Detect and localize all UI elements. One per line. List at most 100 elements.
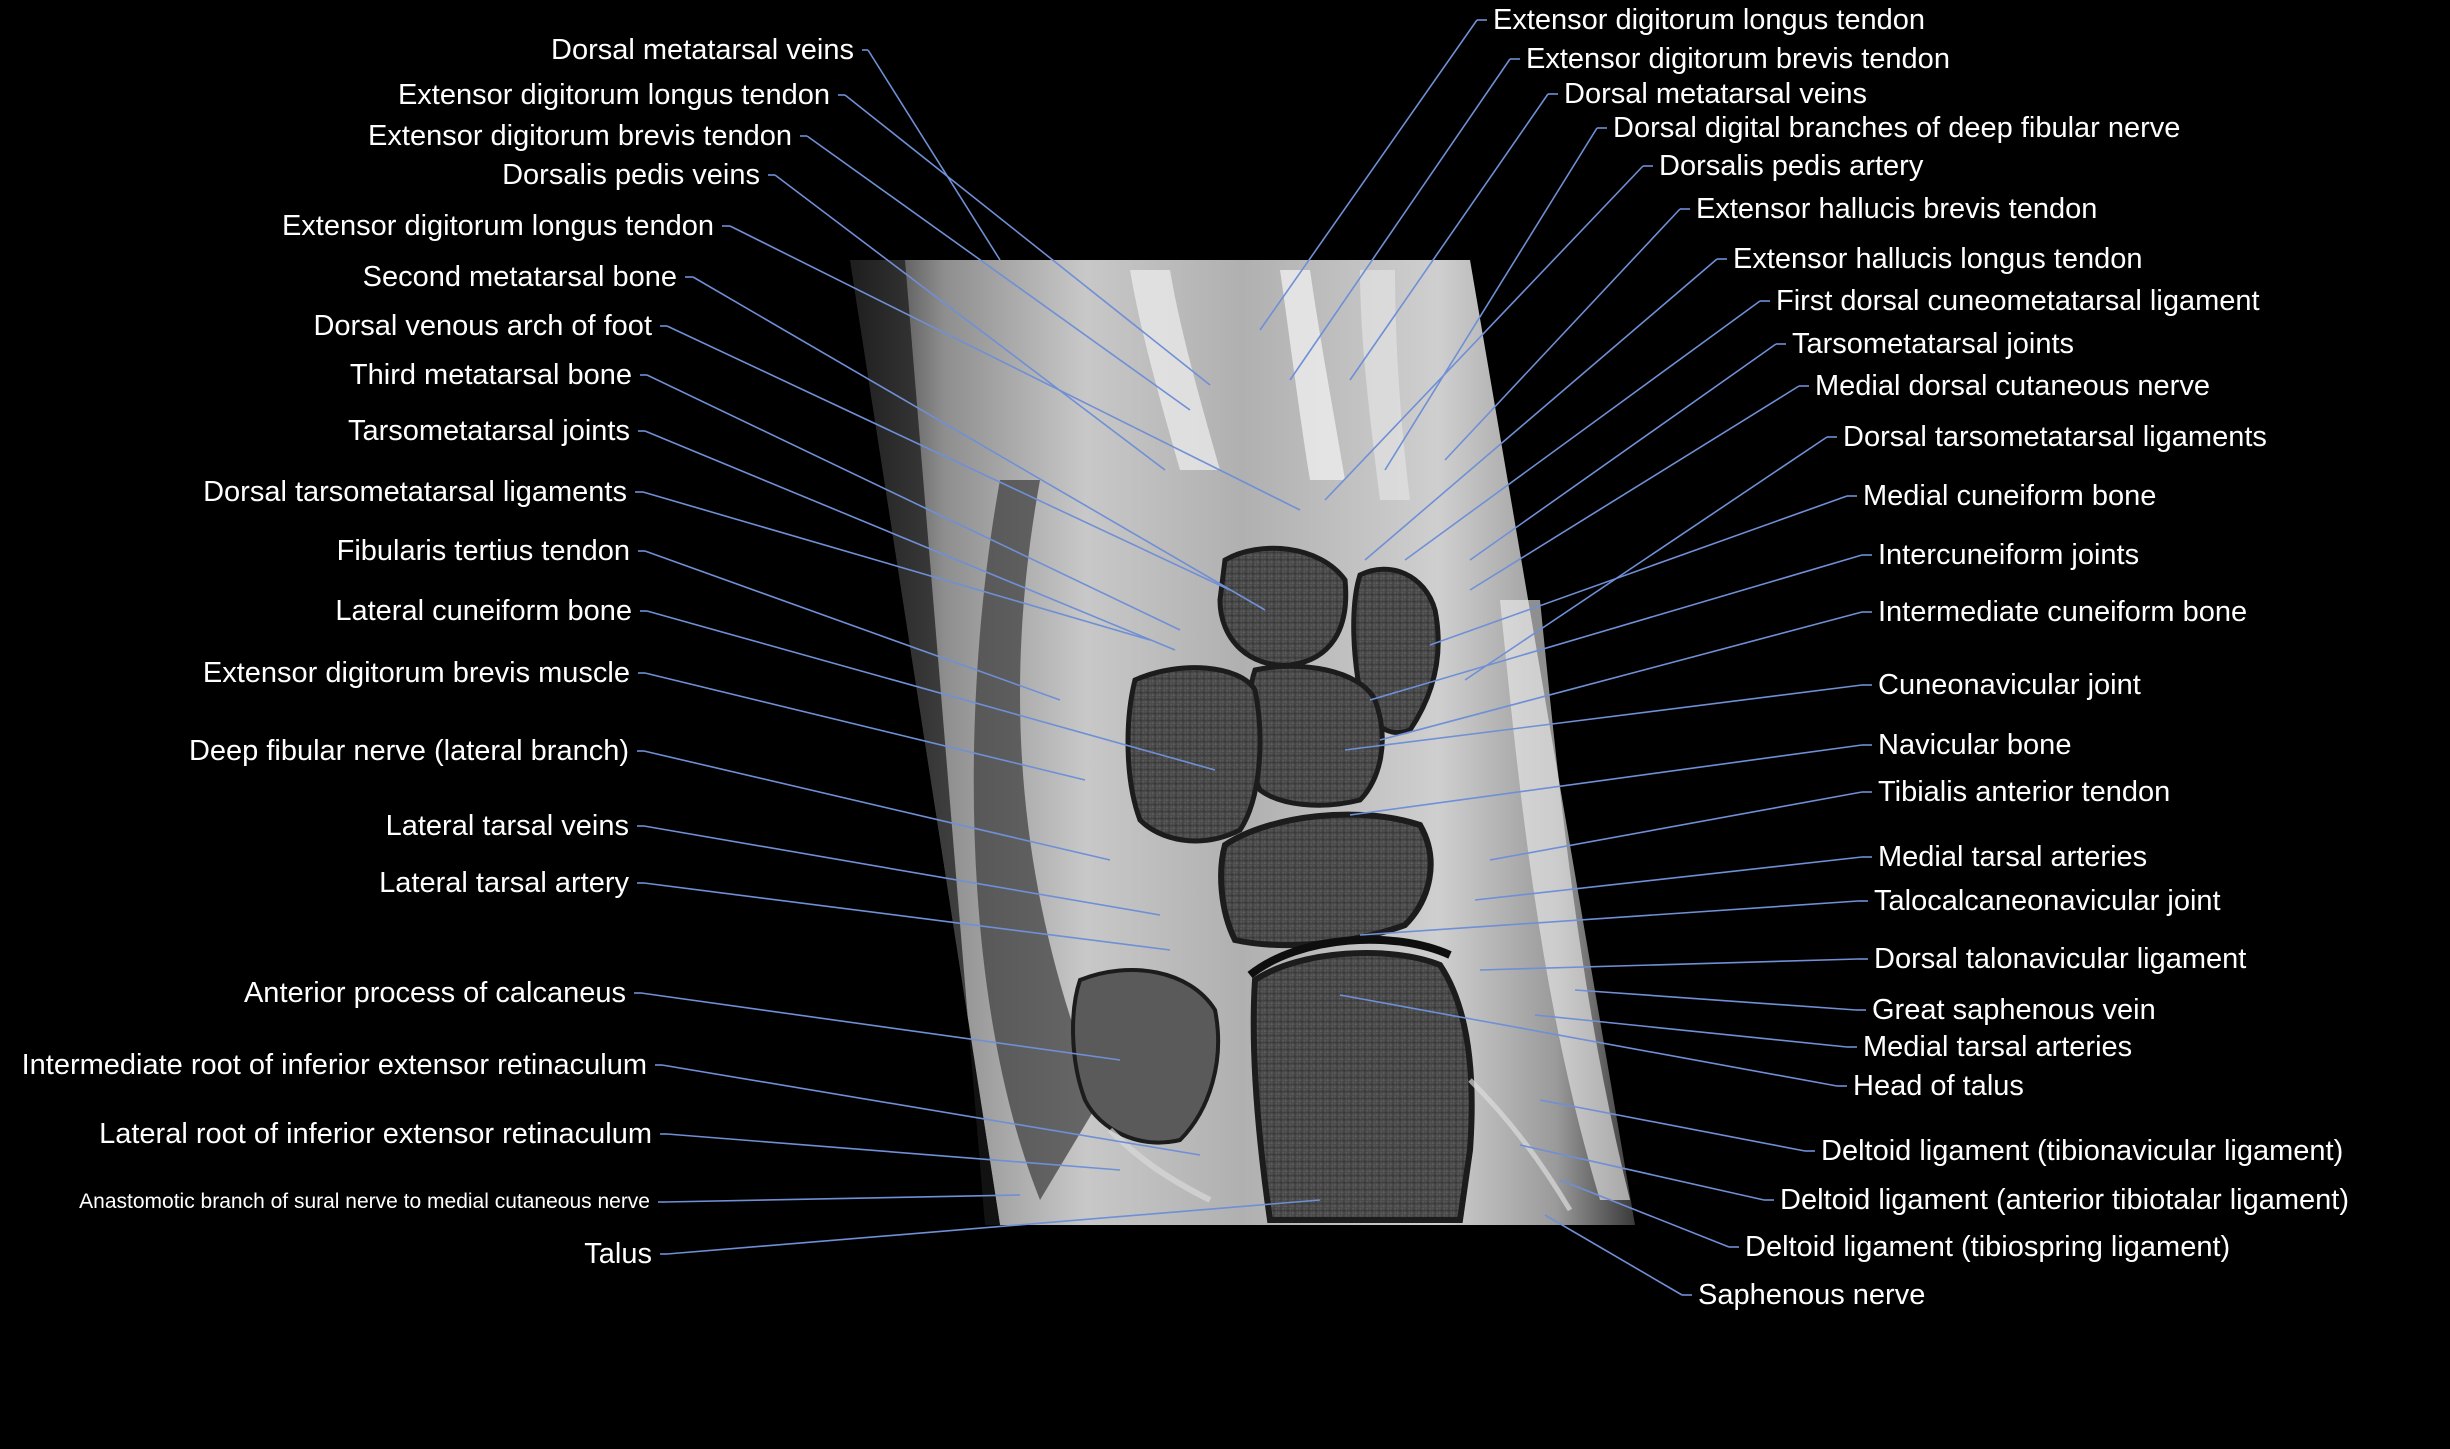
leader-right-5 [1444,208,1681,461]
label-right-13: Intermediate cuneiform bone [1878,596,2248,628]
label-right-6: Extensor hallucis longus tendon [1733,243,2143,275]
leader-left-6 [666,325,1231,591]
label-left-16: Anterior process of calcaneus [243,977,626,1009]
label-right-22: Head of talus [1853,1070,2024,1102]
label-right-20: Great saphenous vein [1872,994,2156,1026]
leader-left-11 [646,610,1216,771]
label-left-7: Third metatarsal bone [349,359,632,391]
leader-left-16 [640,992,1121,1061]
label-left-9: Dorsal tarsometatarsal ligaments [203,476,627,508]
label-right-26: Saphenous nerve [1698,1279,1926,1311]
leader-lines [634,19,1872,1296]
leader-left-1 [844,94,1211,386]
leader-right-2 [1349,93,1549,381]
leader-left-14 [643,825,1161,916]
label-left-19: Anastomotic branch of sural nerve to med… [79,1190,650,1213]
leader-right-15 [1349,744,1863,816]
leader-left-3 [774,174,1166,471]
leader-right-9 [1469,385,1800,591]
label-right-9: Medial dorsal cutaneous nerve [1815,370,2210,402]
leader-right-4 [1324,165,1644,501]
label-left-5: Second metatarsal bone [362,261,677,293]
leader-left-18 [666,1133,1121,1171]
label-left-1: Extensor digitorum longus tendon [397,79,830,111]
label-right-2: Dorsal metatarsal veins [1564,78,1867,110]
talus-bone [1250,950,1475,1223]
leader-right-26 [1544,1214,1683,1296]
leader-right-10 [1464,436,1828,681]
label-left-14: Lateral tarsal veins [385,810,629,842]
leader-right-18 [1359,900,1859,936]
label-left-6: Dorsal venous arch of foot [313,310,652,342]
leader-right-19 [1479,958,1859,971]
leader-right-7 [1404,300,1761,561]
label-right-21: Medial tarsal arteries [1863,1031,2133,1063]
leader-right-24 [1519,1144,1765,1201]
leader-right-12 [1369,554,1863,701]
leader-right-1 [1289,58,1511,381]
label-left-8: Tarsometatarsal joints [347,415,630,447]
leader-right-17 [1474,856,1863,901]
leader-right-22 [1339,994,1838,1087]
leader-left-17 [661,1064,1201,1156]
label-right-18: Talocalcaneonavicular joint [1874,885,2221,917]
label-right-7: First dorsal cuneometatarsal ligament [1776,285,2260,317]
label-right-17: Medial tarsal arteries [1878,841,2148,873]
leader-left-10 [644,550,1061,701]
label-right-16: Tibialis anterior tendon [1878,776,2171,808]
leader-right-11 [1429,495,1848,646]
cuneiform-bones [1217,545,1349,668]
label-right-10: Dorsal tarsometatarsal ligaments [1843,421,2267,453]
label-left-13: Deep fibular nerve (lateral branch) [188,735,629,767]
leader-left-20 [666,1199,1321,1255]
leader-left-0 [867,49,1001,261]
label-left-18: Lateral root of inferior extensor retina… [99,1118,652,1150]
leader-right-20 [1574,989,1857,1011]
label-right-5: Extensor hallucis brevis tendon [1696,193,2098,225]
label-left-0: Dorsal metatarsal veins [551,34,854,66]
leader-left-13 [643,750,1111,861]
label-right-24: Deltoid ligament (anterior tibiotalar li… [1780,1184,2349,1216]
leader-left-5 [692,276,1266,611]
leader-left-7 [646,374,1181,631]
label-right-4: Dorsalis pedis artery [1659,150,1924,182]
leader-right-23 [1539,1099,1806,1152]
leader-left-15 [643,882,1171,951]
label-right-12: Intercuneiform joints [1878,539,2140,571]
leader-right-8 [1469,343,1777,561]
leader-right-25 [1559,1179,1730,1248]
label-right-14: Cuneonavicular joint [1878,669,2141,701]
leader-right-3 [1384,127,1598,471]
label-left-17: Intermediate root of inferior extensor r… [21,1049,647,1081]
label-right-3: Dorsal digital branches of deep fibular … [1613,112,2181,144]
leader-right-14 [1344,684,1863,751]
label-right-15: Navicular bone [1878,729,2072,761]
leader-left-12 [644,672,1086,781]
label-left-10: Fibularis tertius tendon [336,535,630,567]
leader-left-8 [644,430,1176,651]
label-left-15: Lateral tarsal artery [379,867,629,899]
leader-left-4 [729,225,1301,511]
leader-right-6 [1364,258,1718,561]
navicular-bone [1218,811,1434,948]
label-right-1: Extensor digitorum brevis tendon [1526,43,1950,75]
label-left-20: Talus [584,1238,652,1270]
label-right-23: Deltoid ligament (tibionavicular ligamen… [1821,1135,2344,1167]
leader-right-21 [1534,1014,1848,1048]
leader-left-9 [642,491,1151,641]
leader-right-0 [1259,19,1478,331]
leader-right-16 [1489,791,1863,861]
label-right-11: Medial cuneiform bone [1863,480,2157,512]
leader-right-13 [1379,611,1863,741]
leader-left-19 [664,1194,1021,1203]
label-right-8: Tarsometatarsal joints [1792,328,2075,360]
leader-left-2 [806,135,1191,411]
label-left-4: Extensor digitorum longus tendon [281,210,714,242]
label-left-11: Lateral cuneiform bone [335,595,632,627]
label-right-19: Dorsal talonavicular ligament [1874,943,2247,975]
label-right-25: Deltoid ligament (tibiospring ligament) [1745,1231,2231,1263]
label-left-12: Extensor digitorum brevis muscle [202,657,630,689]
label-left-3: Dorsalis pedis veins [502,159,760,191]
